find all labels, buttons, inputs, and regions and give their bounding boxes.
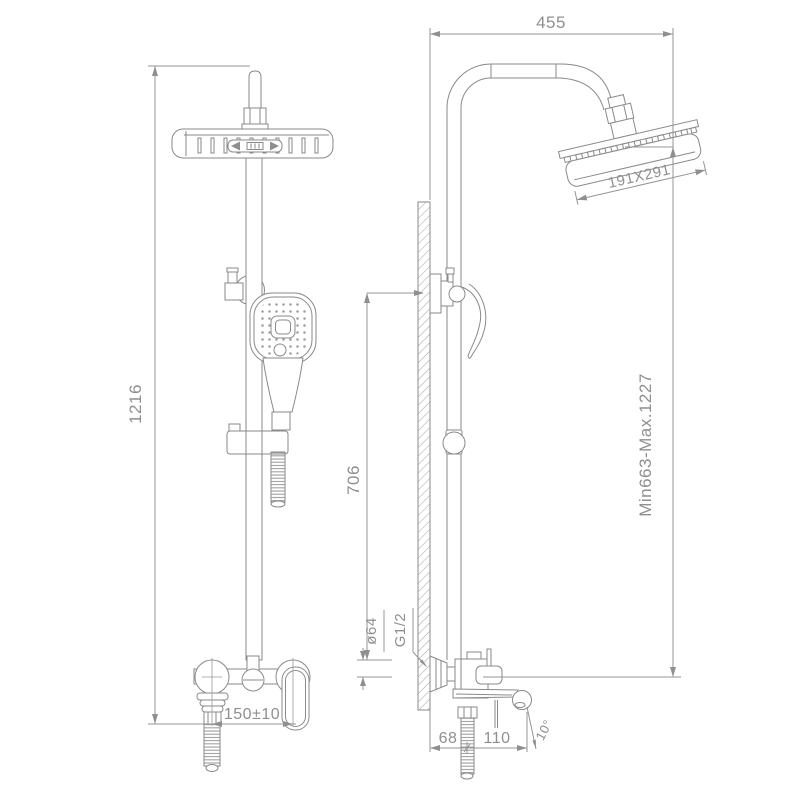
escutcheon-flange xyxy=(429,655,448,693)
dim-label-spout-angle: 10° xyxy=(532,717,555,743)
handle-connector xyxy=(271,411,291,431)
mixer-handle-front xyxy=(281,666,310,731)
mixer-handle-side xyxy=(475,665,503,685)
dim-label-total-height: 1216 xyxy=(126,384,145,424)
rain-shower-head-front xyxy=(171,128,334,159)
spout xyxy=(452,688,532,710)
slide-rail-front xyxy=(245,157,263,661)
dim-label-wall-offset: 68 xyxy=(439,730,458,747)
rain-shower-head-side: 191X291 xyxy=(557,93,708,205)
handle-pin-side xyxy=(486,648,492,669)
dim-top-width: 455 xyxy=(429,13,674,677)
rail-slider-side xyxy=(442,429,466,455)
dim-label-thread-size: G1/2 xyxy=(392,613,409,648)
side-view: 191X291 xyxy=(344,13,708,780)
holder-clamp xyxy=(224,267,244,301)
mixer-hose-coil xyxy=(203,723,221,767)
dim-label-bar-height: 706 xyxy=(344,465,363,495)
wall-bracket-side xyxy=(429,267,466,314)
dim-label-top-width: 455 xyxy=(536,13,566,32)
head-center-badge xyxy=(227,139,283,153)
dim-inlet-spacing: 150±10 xyxy=(211,658,294,727)
front-view: 1216 150±10 xyxy=(126,65,334,772)
dim-bar-height: 706 xyxy=(344,290,424,661)
pipe-nut xyxy=(243,107,267,125)
spray-center-plate xyxy=(270,315,296,339)
dim-height-range: Min663-Max.1227 xyxy=(483,146,681,678)
dim-label-flange-diameter: ø64 xyxy=(363,617,380,644)
top-pipe-front xyxy=(241,70,269,131)
hose-outlet-stack xyxy=(196,692,229,772)
mode-button xyxy=(273,343,287,357)
head-teeth xyxy=(563,126,698,164)
hand-shower-front xyxy=(249,292,317,431)
dim-thread-size: G1/2 xyxy=(392,608,427,667)
dim-label-inlet-spacing: 150±10 xyxy=(224,706,280,723)
hand-shower-handle xyxy=(262,357,304,413)
rail-slider-front xyxy=(226,423,289,455)
dim-label-height-range: Min663-Max.1227 xyxy=(636,373,655,517)
dim-flange-diameter: ø64 xyxy=(357,610,392,690)
gooseneck-arm xyxy=(446,63,613,660)
wall-section xyxy=(417,201,431,711)
hand-shower-side-profile xyxy=(461,283,487,359)
shower-hose-front xyxy=(270,451,286,508)
mixer-valve-side xyxy=(429,648,532,780)
dim-spout-angle: 10° xyxy=(526,706,556,750)
dim-wall-offset-and-reach: 68 110 xyxy=(429,710,528,753)
dim-label-spout-reach: 110 xyxy=(483,730,510,747)
